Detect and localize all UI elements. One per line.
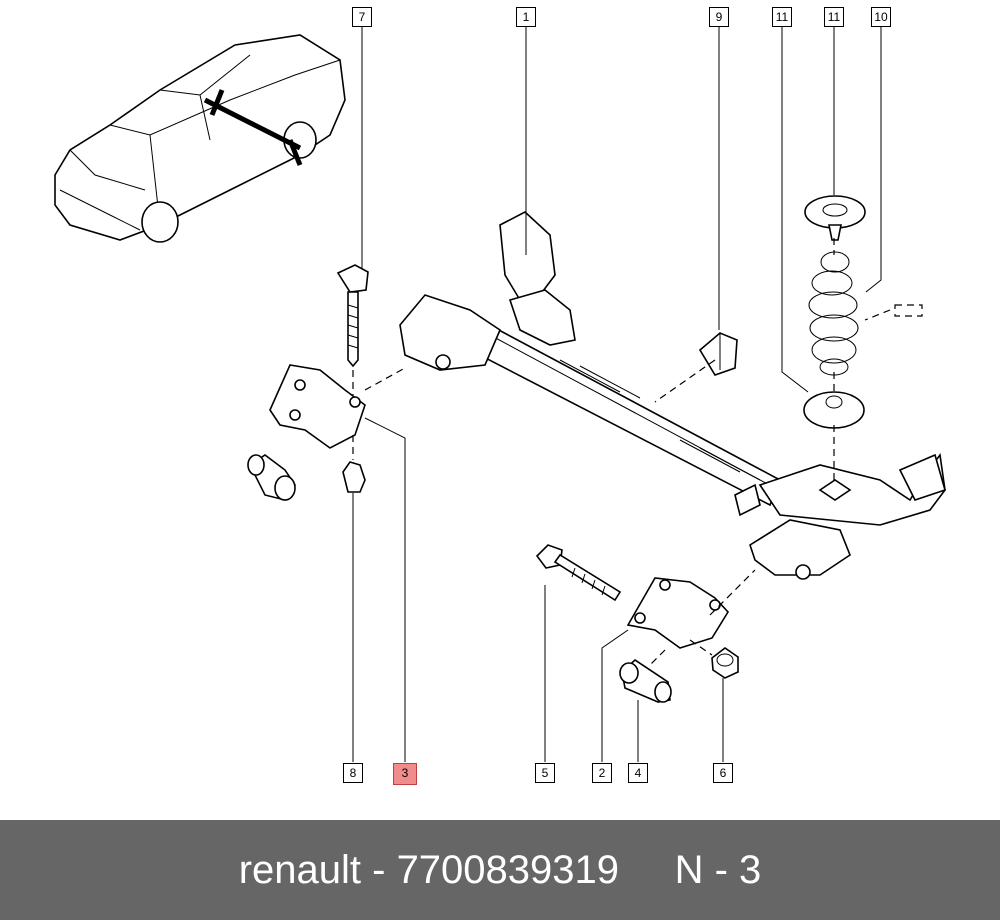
nut-6: [711, 647, 739, 679]
callout-4[interactable]: 4: [628, 763, 648, 783]
upper-spring-seat: [804, 195, 866, 241]
callout-label: 3: [401, 766, 409, 780]
footer-spacer: [619, 848, 675, 893]
footer-position: N - 3: [674, 847, 762, 892]
diagram-drawing: [54, 26, 946, 762]
footer-separator: -: [361, 847, 397, 892]
left-bush: [247, 454, 296, 501]
callout-10[interactable]: 10: [871, 7, 891, 27]
car-thumbnail: [54, 34, 346, 243]
callout-label: 11: [827, 10, 841, 24]
rear-axle-beam: [399, 211, 946, 580]
callout-6[interactable]: 6: [713, 763, 733, 783]
lower-spring-seat: [803, 391, 865, 429]
leader-lines: [352, 26, 882, 762]
left-bracket: [269, 364, 366, 449]
exploded-diagram: 7 1 9 11 11 10 8 3 5 2 4 6: [54, 7, 946, 785]
right-bracket: [626, 577, 730, 649]
spring-marker: [894, 304, 923, 317]
callout-label: 4: [634, 766, 642, 780]
callout-2[interactable]: 2: [592, 763, 612, 783]
coil-spring-10: [808, 251, 859, 376]
callout-7[interactable]: 7: [352, 7, 372, 27]
footer-part-number: 7700839319: [396, 847, 620, 892]
callout-label: 1: [522, 10, 530, 24]
callout-label: 11: [775, 10, 789, 24]
footer-bar: renault - 7700839319 N - 3: [0, 820, 1000, 920]
bump-stop-9: [698, 332, 738, 376]
assembly-lines: [352, 238, 891, 666]
footer-brand: renault: [238, 847, 362, 892]
callout-3-highlighted[interactable]: 3: [393, 763, 417, 785]
bolt-7: [336, 264, 369, 368]
callout-label: 5: [541, 766, 549, 780]
bush-4: [619, 658, 672, 703]
callout-5[interactable]: 5: [535, 763, 555, 783]
callout-11b[interactable]: 11: [824, 7, 844, 27]
callout-label: 9: [715, 10, 723, 24]
callout-label: 7: [358, 10, 366, 24]
callout-11a[interactable]: 11: [772, 7, 792, 27]
callout-9[interactable]: 9: [709, 7, 729, 27]
callout-label: 2: [598, 766, 606, 780]
callout-label: 10: [874, 10, 888, 24]
callout-1[interactable]: 1: [516, 7, 536, 27]
callout-label: 8: [349, 766, 357, 780]
nut-8: [342, 461, 366, 493]
bolt-5: [535, 544, 622, 602]
callout-8[interactable]: 8: [343, 763, 363, 783]
callout-label: 6: [719, 766, 727, 780]
